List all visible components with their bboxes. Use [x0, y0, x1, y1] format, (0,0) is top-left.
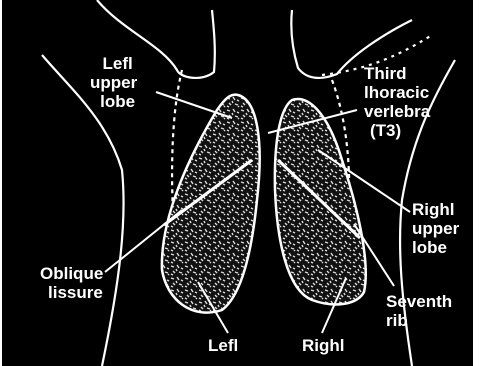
label-line: Lefl [98, 54, 137, 73]
label-line: lissure [48, 283, 103, 302]
label-seventh-rib: Seventh rib [386, 292, 452, 330]
label-line: Righl [412, 200, 459, 219]
label-line: lhoracic [364, 83, 430, 102]
label-third-thoracic-vertebra: Third lhoracic verlebra (T3) [364, 64, 430, 140]
label-line: verlebra [364, 102, 430, 121]
label-oblique-fissure: Oblique lissure [40, 264, 103, 302]
left-lung [162, 95, 260, 313]
label-left-lower-lobe: Lefl [208, 336, 238, 355]
label-line: Seventh [386, 292, 452, 311]
right-lung [275, 99, 366, 304]
label-line: lobe [98, 92, 137, 111]
label-line: Righl [302, 336, 345, 355]
label-left-upper-lobe: Lefl upper lobe [98, 54, 137, 111]
label-line: rib [386, 311, 452, 330]
lung-lobes-diagram: Lefl upper lobe Third lhoracic verlebra … [2, 0, 473, 366]
label-line: Third [364, 64, 430, 83]
label-line: upper [90, 73, 137, 92]
label-right-upper-lobe: Righl upper lobe [412, 200, 459, 257]
left-lung-shape [162, 95, 260, 313]
label-line: Lefl [208, 336, 238, 355]
label-line: (T3) [370, 121, 430, 140]
label-line: lobe [412, 238, 459, 257]
label-line: upper [412, 219, 459, 238]
label-right-lower-lobe: Righl [302, 336, 345, 355]
label-line: Oblique [40, 264, 103, 283]
